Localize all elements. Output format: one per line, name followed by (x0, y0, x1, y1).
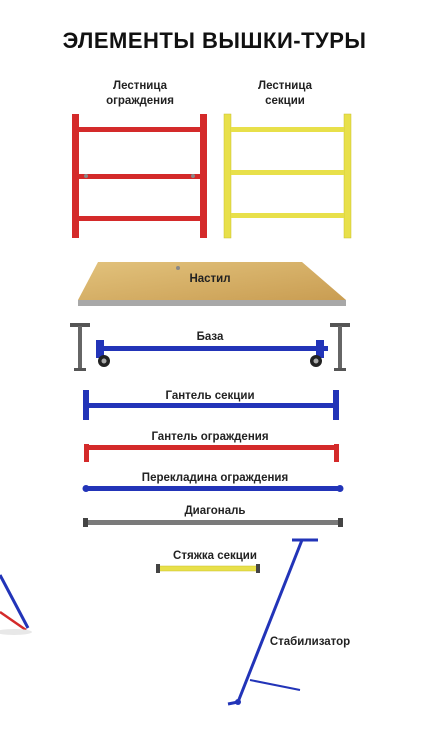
guard-dumbbell (84, 444, 339, 462)
cropped-partial-tower (0, 574, 32, 635)
label-section-ladder: Лестница секции (258, 80, 312, 107)
label-section-tie: Стяжка секции (173, 550, 257, 562)
label-guard-ladder: Лестница ограждения (106, 80, 174, 107)
page-title: ЭЛЕМЕНТЫ ВЫШКИ-ТУРЫ (62, 28, 367, 53)
stabilizer (227, 538, 318, 706)
diagonal (83, 518, 343, 527)
label-stabilizer: Стабилизатор (269, 636, 351, 648)
deck (78, 262, 346, 306)
label-guard-dumbbell: Гантель ограждения (151, 431, 269, 443)
section-ladder (223, 113, 352, 239)
label-diagonal: Диагональ (184, 505, 246, 517)
label-deck: Настил (189, 273, 231, 285)
label-base: База (196, 331, 224, 343)
section-tie (156, 564, 260, 573)
guard-crossbar (82, 485, 344, 492)
label-section-dumbbell: Гантель секции (165, 390, 255, 402)
label-guard-crossbar: Перекладина ограждения (141, 472, 289, 484)
guard-ladder (72, 114, 207, 238)
base (70, 323, 350, 371)
section-dumbbell (83, 390, 339, 420)
